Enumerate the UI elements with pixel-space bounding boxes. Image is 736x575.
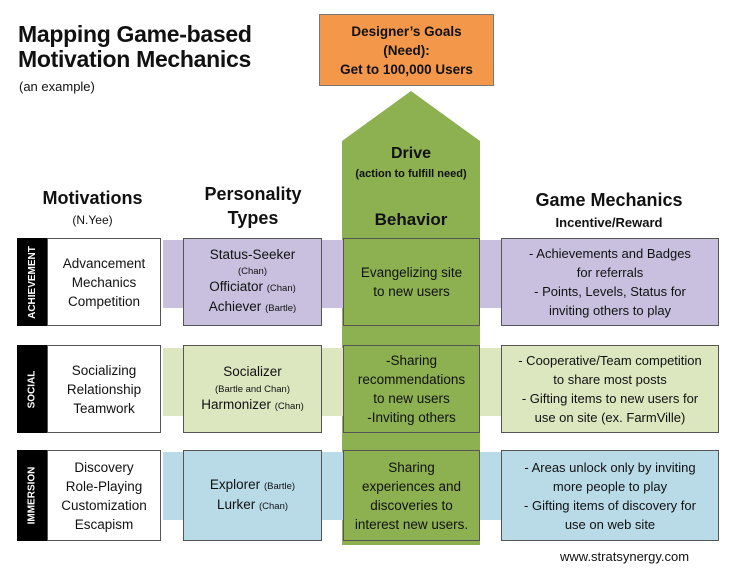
motivation-item: Discovery (74, 459, 134, 475)
row-label-text: ACHIEVEMENT (26, 245, 38, 319)
personality-item: Achiever (Bartle) (209, 298, 296, 318)
mechanics-box-social: - Cooperative/Team competition to share … (501, 345, 719, 433)
drive-header: Drive (390, 145, 432, 162)
goal-line-1: Designer’s Goals (351, 23, 462, 39)
page-title: Mapping Game-based Motivation Mechanics (18, 22, 252, 72)
personality-box-immersion: Explorer (Bartle) Lurker (Chan) (183, 450, 322, 541)
game-mechanics-subheader: Incentive/Reward (555, 215, 663, 230)
behavior-line: Evangelizing site (360, 265, 463, 280)
motivation-item: Mechanics (71, 274, 137, 290)
row-label-immersion: IMMERSION (17, 450, 47, 541)
row-label-achievement: ACHIEVEMENT (17, 238, 47, 326)
mechanics-line: use on site (ex. FarmVille) (534, 410, 686, 425)
personality-name: Achiever (208, 299, 262, 314)
mechanics-box-achievement: - Achievements and Badges for referrals … (501, 238, 719, 326)
personality-source: (Bartle) (263, 480, 296, 492)
motivation-box-immersion: Discovery Role-Playing Customization Esc… (47, 450, 161, 541)
game-mechanics-header: Game Mechanics (535, 190, 683, 210)
behavior-box-immersion: Sharing experiences and discoveries to i… (343, 450, 480, 541)
mechanics-line: - Cooperative/Team competition (518, 353, 702, 368)
behavior-line: discoveries to (370, 497, 453, 513)
personality-name: Explorer (209, 476, 261, 492)
personality-item: (Chan) (238, 264, 267, 278)
motivation-item: Advancement (62, 255, 146, 271)
personality-item: Officiator (Chan) (209, 278, 296, 298)
mechanics-line: use on web site (564, 516, 656, 532)
motivation-box-social: Socializing Relationship Teamwork (47, 345, 161, 433)
personality-header-line-1: Personality (204, 184, 302, 204)
mechanics-line: for referrals (576, 265, 644, 280)
personality-item: Harmonizer (Chan) (201, 396, 304, 416)
motivations-header: Motivations (42, 188, 143, 208)
designer-goal-box: Designer’s Goals (Need): Get to 100,000 … (319, 14, 494, 86)
behavior-line: to new users (373, 391, 450, 406)
personality-item: (Bartle and Chan) (215, 381, 290, 396)
personality-source: (Chan) (258, 500, 289, 512)
mechanics-line: - Gifting items of discovery for (524, 497, 696, 513)
behavior-line: -Sharing (385, 353, 438, 368)
mechanics-line: - Areas unlock only by inviting (524, 459, 696, 475)
personality-header: Personality Types (188, 182, 318, 230)
motivation-item: Customization (61, 497, 147, 513)
drive-subheader: (action to fulfill need) (355, 168, 467, 180)
row-label-text: SOCIAL (26, 370, 38, 408)
personality-item: Lurker (Chan) (217, 496, 288, 516)
row-label-social: SOCIAL (17, 345, 47, 433)
mechanics-line: to share most posts (553, 372, 667, 387)
personality-source: (Chan) (237, 266, 268, 277)
personality-box-social: Socializer (Bartle and Chan) Harmonizer … (183, 345, 322, 433)
motivation-box-achievement: Advancement Mechanics Competition (47, 238, 161, 326)
behavior-line: experiences and (361, 478, 462, 494)
personality-name: Socializer (223, 363, 282, 379)
behavior-line: to new users (373, 284, 450, 299)
row-label-text: IMMERSION (26, 466, 38, 525)
goal-line-3: Get to 100,000 Users (340, 61, 473, 77)
personality-item: Status-Seeker (210, 246, 296, 264)
mechanics-line: - Achievements and Badges (529, 246, 691, 261)
goal-line-2: (Need): (383, 42, 430, 58)
mechanics-line: more people to play (552, 478, 668, 494)
social-band-right (480, 348, 501, 416)
behavior-line: interest new users. (354, 516, 469, 532)
motivation-item: Socializing (71, 362, 137, 378)
personality-box-achievement: Status-Seeker (Chan) Officiator (Chan) A… (183, 238, 322, 326)
motivation-item: Escapism (74, 516, 134, 532)
behavior-line: -Inviting others (367, 410, 456, 425)
title-line-2: Motivation Mechanics (18, 46, 251, 72)
personality-source: (Chan) (266, 283, 296, 294)
behavior-box-achievement: Evangelizing site to new users (343, 238, 480, 326)
personality-name: Harmonizer (201, 396, 271, 412)
motivation-item: Competition (67, 293, 141, 309)
behavior-line: Sharing (388, 459, 435, 475)
personality-name: Status-Seeker (209, 247, 296, 262)
footer-url: www.stratsynergy.com (560, 549, 690, 564)
personality-source: (Chan) (274, 400, 304, 412)
personality-item: Explorer (Bartle) (210, 476, 295, 496)
behavior-header: Behavior (374, 210, 448, 229)
immersion-band-right (480, 452, 501, 520)
title-subtitle: (an example) (19, 79, 95, 94)
personality-source: (Bartle) (265, 303, 297, 314)
mechanics-line: - Gifting items to new users for (521, 391, 699, 406)
motivation-item: Role-Playing (65, 478, 143, 494)
personality-name: Lurker (216, 496, 256, 512)
personality-name: Officiator (209, 279, 263, 294)
motivations-subheader: (N.Yee) (72, 213, 113, 227)
achievement-band-right (480, 240, 501, 308)
personality-item: Socializer (223, 363, 282, 381)
title-line-1: Mapping Game-based (18, 21, 252, 47)
behavior-line: recommendations (357, 372, 466, 387)
personality-source: (Bartle and Chan) (215, 383, 290, 395)
motivation-item: Teamwork (73, 400, 135, 416)
motivation-item: Relationship (66, 381, 142, 397)
mechanics-line: - Points, Levels, Status for (534, 284, 686, 299)
mechanics-line: inviting others to play (548, 303, 672, 318)
mechanics-box-immersion: - Areas unlock only by inviting more peo… (501, 450, 719, 541)
behavior-box-social: -Sharing recommendations to new users -I… (343, 345, 480, 433)
personality-header-line-2: Types (227, 208, 279, 228)
